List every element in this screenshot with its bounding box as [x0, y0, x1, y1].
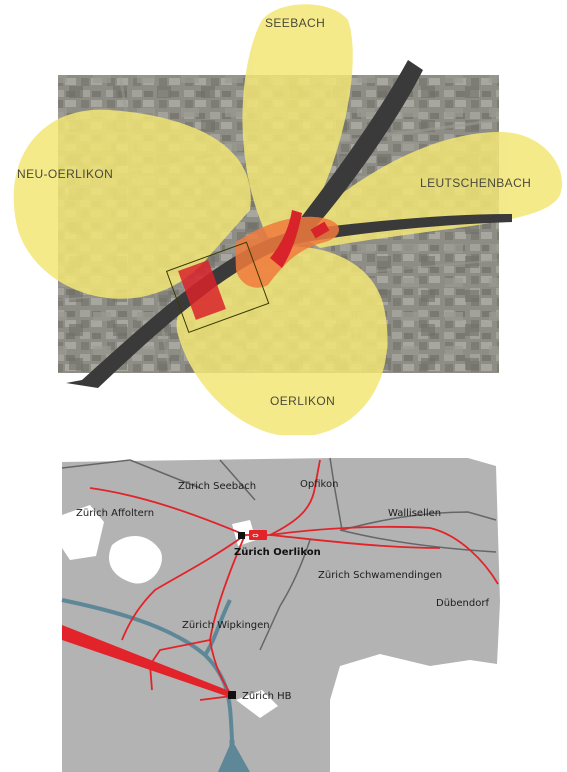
- place-hb: Zürich HB: [242, 691, 292, 702]
- label-seebach: SEEBACH: [265, 16, 325, 30]
- petal-neu-oerlikon: [13, 109, 251, 299]
- label-oerlikon: OERLIKON: [270, 394, 335, 408]
- label-leutschenbach: LEUTSCHENBACH: [420, 176, 531, 190]
- rail-corridor-main: [66, 214, 512, 388]
- place-wallisellen: Wallisellen: [388, 508, 441, 519]
- place-opfikon: Opfikon: [300, 479, 338, 490]
- place-duebendorf: Dübendorf: [436, 598, 489, 609]
- station-marker-oerlikon[interactable]: [238, 532, 245, 539]
- aerial-site-map: SEEBACH NEU-OERLIKON LEUTSCHENBACH OERLI…: [13, 4, 563, 435]
- hotspot-station-east: [270, 210, 302, 268]
- rail-corridor-branch: [290, 60, 423, 240]
- petal-oerlikon: [176, 246, 388, 435]
- place-seebach: Zürich Seebach: [178, 481, 256, 492]
- label-neu-oerlikon: NEU-OERLIKON: [17, 167, 113, 181]
- lake-mid: [109, 535, 162, 584]
- road-network: [61, 457, 497, 651]
- place-oerlikon: Zürich Oerlikon: [234, 547, 321, 558]
- place-schwamendingen: Zürich Schwamendingen: [318, 570, 442, 581]
- place-affoltern: Zürich Affoltern: [76, 508, 154, 519]
- rail-network: [89, 459, 499, 701]
- lake-left: [62, 505, 104, 560]
- petal-seebach: [242, 4, 353, 238]
- edge-notch: [236, 690, 278, 718]
- sbb-logo: [249, 530, 267, 540]
- study-area-frame: [165, 241, 270, 334]
- sbb-logo-glyph: ⇔: [252, 531, 259, 540]
- station-marker-hb[interactable]: [228, 691, 236, 699]
- land-area: [62, 458, 500, 772]
- rail-wedge-hb: [62, 625, 232, 698]
- river-mouth: [218, 740, 250, 772]
- place-wipkingen: Zürich Wipkingen: [182, 620, 270, 631]
- hotspot-overpass: [310, 221, 330, 239]
- hotspot-station-west: [178, 260, 226, 320]
